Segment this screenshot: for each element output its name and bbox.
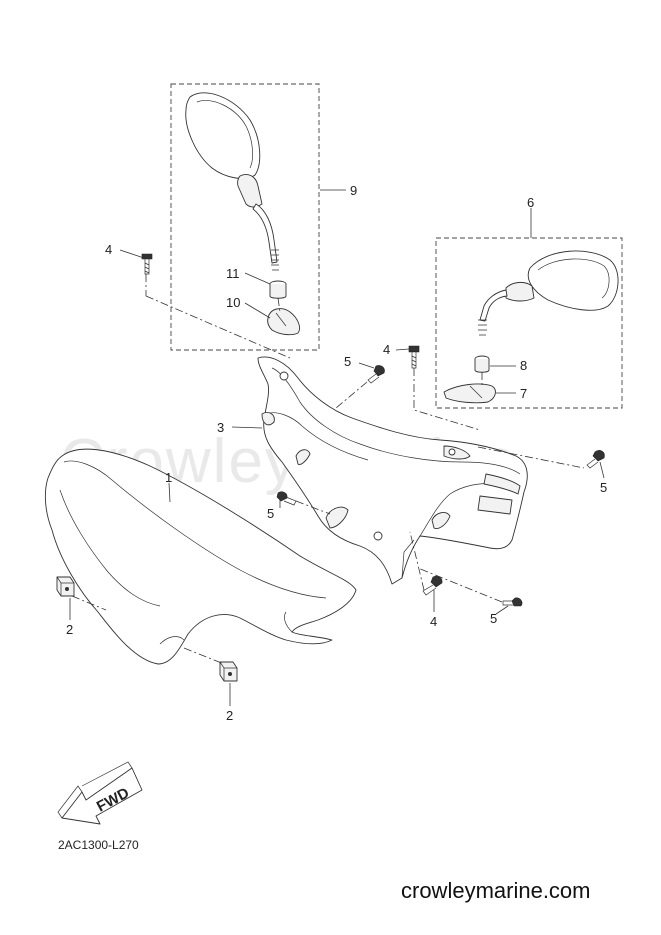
forward-direction-arrow: FWD [57, 761, 143, 825]
mirror-group-box-right [435, 237, 623, 409]
collar-part-11 [269, 280, 287, 299]
nut-part-2-b [219, 661, 238, 682]
callout-6: 6 [527, 195, 534, 210]
cover-part-10 [267, 308, 301, 336]
leader-line [244, 272, 271, 285]
assembly-line [409, 531, 425, 591]
assembly-line [417, 567, 503, 603]
handle-cover-1 [44, 448, 357, 665]
assembly-line [183, 647, 225, 665]
handle-cover-3 [257, 356, 528, 585]
callout-4-b: 4 [383, 342, 390, 357]
leader-line [495, 605, 509, 615]
leader-line [168, 482, 171, 503]
assembly-line [295, 500, 331, 515]
callout-5-d: 5 [490, 611, 497, 626]
screw-part-5-d [502, 597, 523, 607]
screw-part-5-c [276, 491, 297, 506]
bolt-part-4-b [408, 345, 420, 369]
callout-1: 1 [165, 470, 172, 485]
callout-10: 10 [226, 295, 240, 310]
leader-line [599, 461, 605, 479]
leader-line [119, 249, 145, 259]
screw-part-5-b [586, 450, 605, 469]
cover-part-7 [443, 383, 496, 404]
assembly-line [71, 595, 107, 611]
leader-line [395, 348, 410, 351]
assembly-line [335, 381, 368, 409]
screw-part-5-a [367, 365, 385, 384]
callout-4-a: 4 [105, 242, 112, 257]
leader-line [244, 302, 271, 319]
callout-9: 9 [350, 183, 357, 198]
callout-5-c: 5 [267, 506, 274, 521]
site-url-link[interactable]: crowleymarine.com [401, 878, 591, 903]
nut-part-2-a [56, 576, 75, 597]
collar-part-8 [474, 355, 490, 373]
callout-2-b: 2 [226, 708, 233, 723]
figure-code: 2AC1300-L270 [58, 838, 139, 852]
callout-7: 7 [520, 386, 527, 401]
callout-11: 11 [226, 266, 240, 281]
callout-2-a: 2 [66, 622, 73, 637]
callout-3: 3 [217, 420, 224, 435]
callout-8: 8 [520, 358, 527, 373]
mirror-group-box-left [170, 83, 320, 351]
assembly-line [277, 297, 281, 313]
leader-line [358, 362, 375, 369]
rear-view-mirror-left [185, 92, 279, 271]
leader-line [231, 426, 263, 429]
callout-5-a: 5 [344, 354, 351, 369]
assembly-line [413, 368, 481, 431]
callout-5-b: 5 [600, 480, 607, 495]
assembly-line [477, 446, 585, 469]
callout-4-c: 4 [430, 614, 437, 629]
rear-view-mirror-right [478, 250, 619, 336]
assembly-line [145, 295, 291, 359]
bolt-part-4-c [422, 576, 443, 596]
bolt-part-4-a [141, 253, 153, 275]
